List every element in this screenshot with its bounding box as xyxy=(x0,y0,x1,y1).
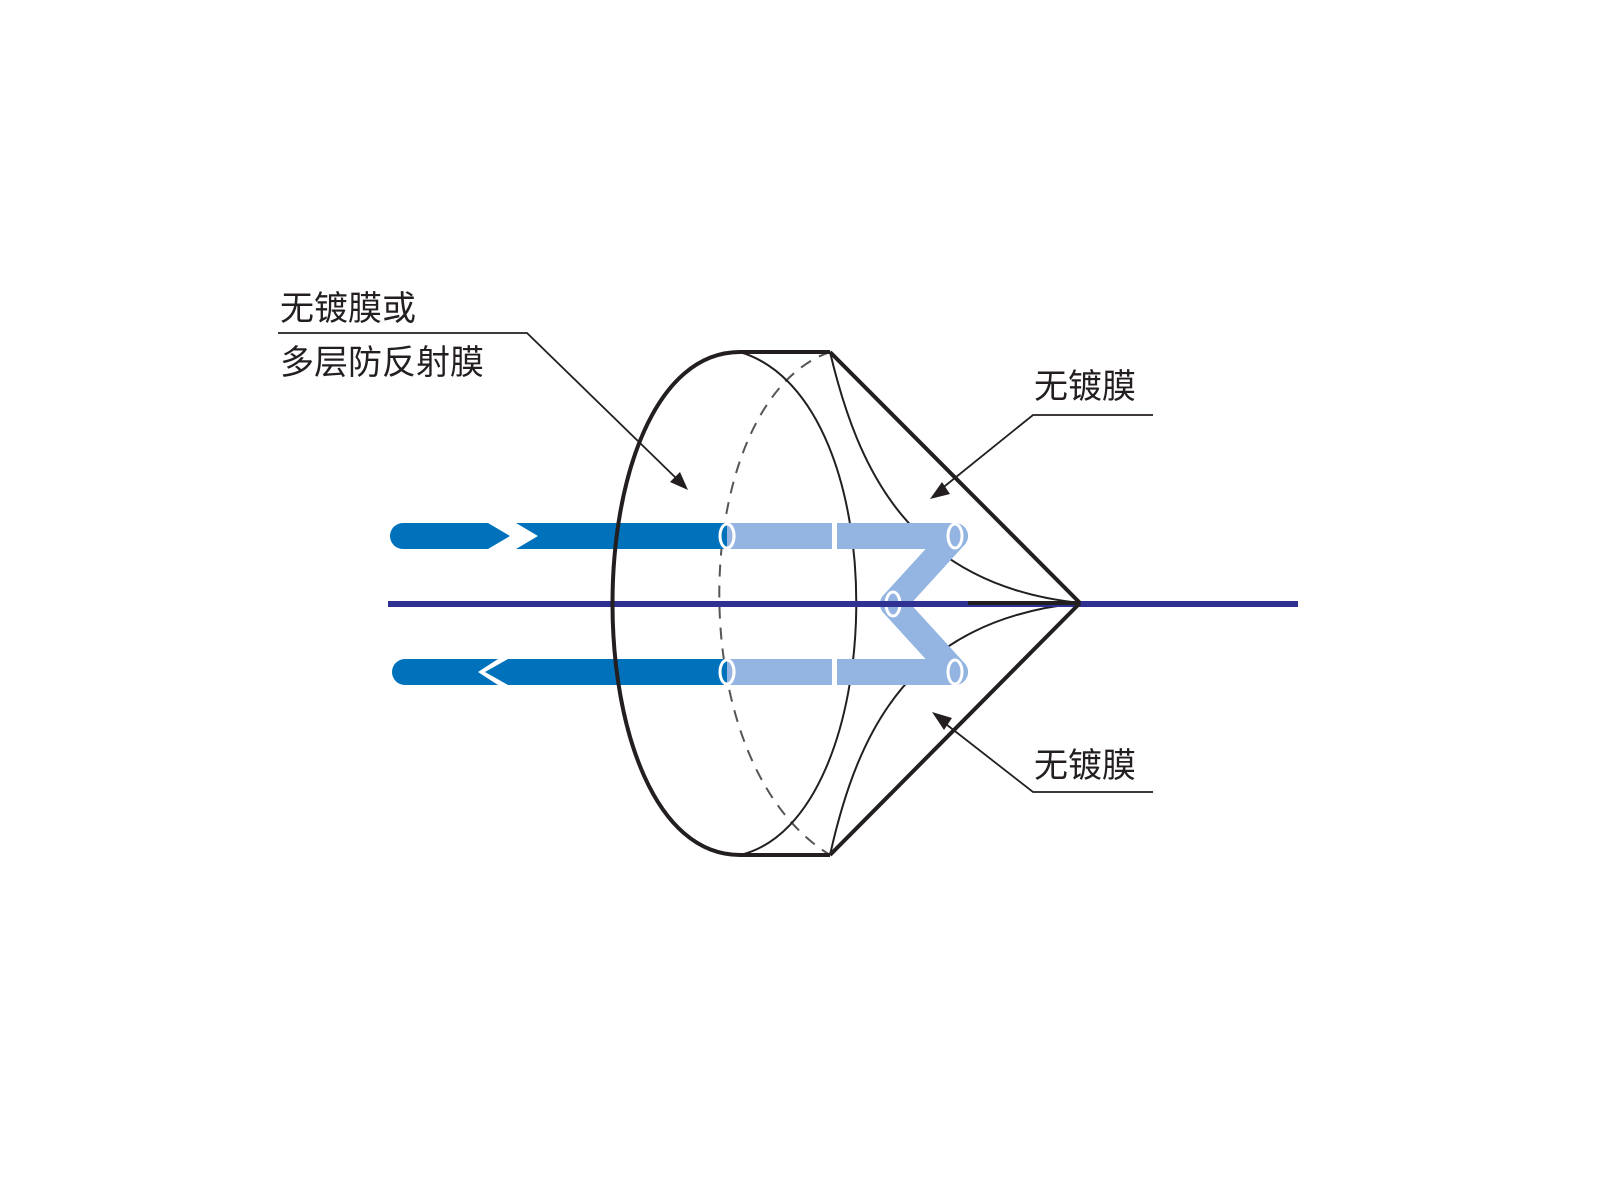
leader-right-bottom xyxy=(932,712,1153,793)
lens-hidden-edge xyxy=(718,351,831,856)
outgoing-beam-head xyxy=(485,659,727,685)
leader-right-top-arrowhead xyxy=(930,482,950,499)
beam-gap-upper xyxy=(832,520,837,552)
beam-end-ellipse-top-right xyxy=(946,522,964,550)
leader-left-arrowhead xyxy=(670,472,688,490)
beam-entry-face-ellipse xyxy=(718,522,736,550)
incoming-beam-tail xyxy=(390,523,510,549)
lens-front-face xyxy=(610,350,741,857)
beam-gap-lower xyxy=(832,656,837,688)
leader-left xyxy=(278,332,688,490)
internal-beam-reflect-down xyxy=(880,523,968,617)
label-left-line1: 无镀膜或 xyxy=(280,289,416,329)
leader-right-top xyxy=(930,414,1153,499)
outgoing-beam-tail xyxy=(392,659,498,685)
outgoing-beam xyxy=(392,659,727,685)
lens-rim-front-edge xyxy=(739,351,858,856)
cone-upper-surface-curve xyxy=(829,351,1081,604)
leader-right-bottom-line xyxy=(941,720,1153,793)
cone-lower-edge xyxy=(828,601,1082,857)
incoming-beam xyxy=(390,523,727,549)
label-left-line2: 多层防反射膜 xyxy=(280,343,484,383)
beam-exit-face-ellipse xyxy=(718,658,736,686)
leader-right-bottom-arrowhead xyxy=(932,712,952,730)
beam-end-ellipse-bottom-right xyxy=(946,658,964,686)
leader-right-top-line xyxy=(939,414,1153,491)
cone-lower-surface-curve xyxy=(829,602,1081,856)
leader-left-line xyxy=(278,332,679,481)
label-right-top: 无镀膜 xyxy=(1034,367,1136,407)
label-right-bottom: 无镀膜 xyxy=(1034,746,1136,786)
incoming-beam-head xyxy=(516,523,727,549)
